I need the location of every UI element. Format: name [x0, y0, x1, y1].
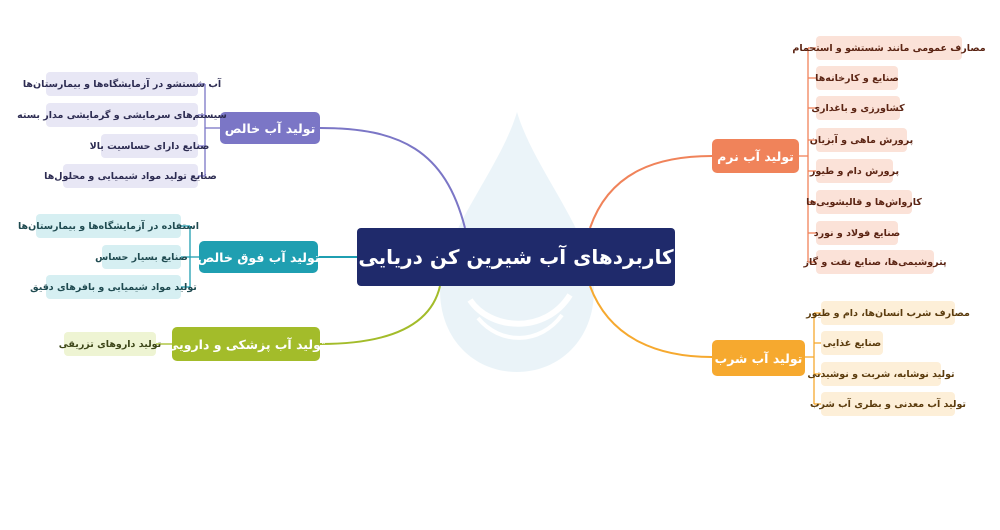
leaf-pure-3: صنایع دارای حساسیت بالا — [90, 134, 209, 158]
leaf-pure-2: سیستم‌های سرمایشی و گرمایشی مدار بسته — [17, 103, 227, 127]
leaf-ultrapure-1: استفاده در آزمایشگاه‌ها و بیمارستان‌ها — [18, 214, 199, 238]
leaf-drinking-1: مصارف شرب انسان‌ها، دام و طیور — [806, 301, 970, 325]
leaf-drinking-3: تولید نوشابه، شربت و نوشیدنی — [807, 362, 955, 386]
leaf-soft-6: کارواش‌ها و قالیشویی‌ها — [806, 190, 922, 214]
leaf-ultrapure-3: تولید مواد شیمیایی و بافرهای دقیق — [30, 275, 197, 299]
branch-soft-water: تولید آب نرم — [712, 139, 799, 173]
branch-ultrapure-water: تولید آب فوق خالص — [197, 241, 320, 273]
leaf-soft-3: کشاورزی و باغداری — [811, 96, 905, 120]
leaf-soft-5: پرورش دام و طیور — [810, 159, 899, 183]
branch-drinking-water: تولید آب شرب — [712, 340, 805, 376]
connector-medical — [319, 285, 441, 345]
connector-drinking — [589, 285, 713, 358]
leaf-drinking-2: صنایع غذایی — [821, 331, 883, 355]
leaf-pure-1: آب شستشو در آزمایشگاه‌ها و بیمارستان‌ها — [23, 72, 221, 96]
leaf-soft-8: پتروشیمی‌ها، صنایع نفت و گاز — [803, 250, 947, 274]
central-topic: کاربردهای آب شیرین کن دریایی — [357, 228, 675, 286]
branch-medical-water: تولید آب پزشکی و دارویی — [166, 327, 326, 361]
leaf-soft-4: پرورش ماهی و آبزیان — [810, 128, 913, 152]
leaf-soft-2: صنایع و کارخانه‌ها — [815, 66, 899, 90]
leaf-ultrapure-2: صنایع بسیار حساس — [95, 245, 188, 269]
leaf-drinking-4: تولید آب معدنی و بطری آب شرب — [810, 392, 966, 416]
connector-pure — [319, 127, 466, 229]
leaf-medical-1: تولید داروهای تزریقی — [59, 332, 161, 356]
branch-pure-water: تولید آب خالص — [220, 112, 320, 144]
connector-soft — [589, 155, 713, 229]
leaf-soft-7: صنایع فولاد و نورد — [814, 221, 900, 245]
leaf-soft-1: مصارف عمومی مانند شستشو و استحمام — [792, 36, 986, 60]
leaf-pure-4: صنایع تولید مواد شیمیایی و محلول‌ها — [44, 164, 217, 188]
